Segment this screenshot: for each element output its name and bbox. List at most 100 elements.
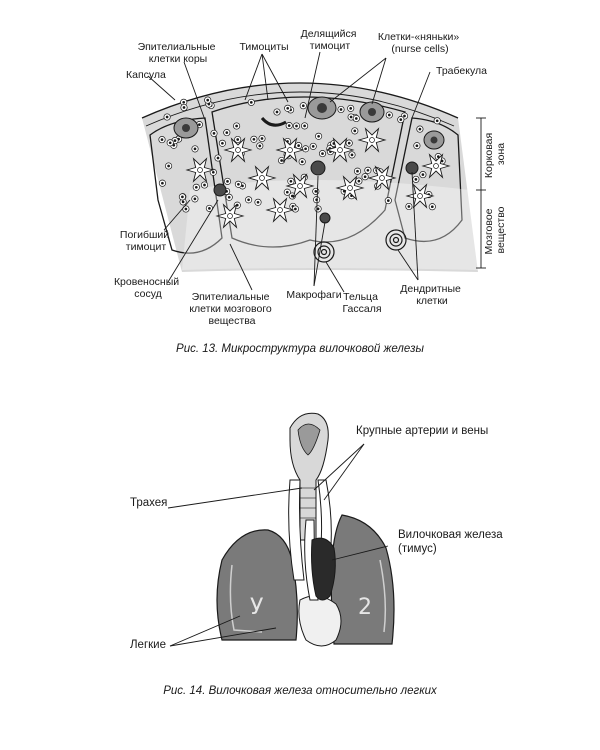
label-dead-thymocyte: Погибший тимоцит (120, 229, 172, 253)
thymocyte-nucleus (172, 143, 176, 147)
thymocyte-nucleus (303, 124, 306, 128)
epithelial-star-nucleus (277, 207, 283, 213)
thymocyte-nucleus (436, 155, 440, 158)
thymocyte-nucleus (287, 124, 291, 127)
thymocyte-nucleus (301, 104, 305, 108)
epithelial-star-nucleus (297, 183, 303, 189)
label-thymus: Вилочковая железа (тимус) (398, 529, 506, 555)
thymocyte-nucleus (316, 207, 320, 211)
thymocyte-nucleus (226, 180, 229, 183)
label-epithelial-cortex: Эпителиальные клетки коры (138, 41, 219, 65)
thymocyte-nucleus (356, 169, 359, 173)
thymus-gland (311, 537, 336, 601)
epithelial-star-nucleus (235, 147, 241, 153)
heart (298, 595, 342, 647)
thymocyte-nucleus (353, 129, 357, 133)
trachea (289, 412, 329, 541)
thymocyte-nucleus (387, 113, 391, 117)
thymocyte-nucleus (237, 182, 240, 186)
label-capsule: Капсула (126, 69, 166, 81)
thymocyte-nucleus (249, 101, 253, 104)
thymocyte-nucleus (221, 141, 224, 145)
thymocyte-nucleus (363, 175, 367, 179)
epithelial-star-nucleus (347, 185, 353, 191)
epithelial-star-nucleus (369, 137, 375, 143)
caption-figure-13: Рис. 13. Микроструктура вилочковой желез… (176, 343, 424, 355)
epithelial-star-nucleus (379, 175, 385, 181)
thymocyte-nucleus (350, 153, 354, 157)
thymocyte-nucleus (357, 179, 361, 183)
thymocyte-nucleus (354, 117, 358, 120)
thymocyte-nucleus (349, 107, 353, 110)
thymocyte-nucleus (407, 205, 411, 208)
label-nurse-cells: Клетки-«няньки» (nurse cells) (378, 31, 462, 55)
thymocyte-nucleus (366, 168, 370, 172)
figure-14-thymus-lungs: У 2 Крупные ар (130, 412, 506, 697)
thymocyte-nucleus (181, 195, 184, 199)
dividing-thymocyte-cell (260, 116, 287, 127)
thymocyte-nucleus (317, 134, 320, 138)
thymocyte-nucleus (184, 207, 188, 211)
leader-lines-fig14 (167, 443, 389, 647)
epithelial-star-nucleus (259, 175, 265, 181)
thymocyte-nucleus (414, 178, 418, 181)
thymocyte-nucleus (297, 144, 300, 147)
label-hassall-bodies: Тельца Гассаля (342, 291, 381, 315)
thymocyte-nucleus (236, 138, 240, 141)
thymocyte-nucleus (403, 114, 406, 118)
label-cortex-zone: Корковая зона (483, 130, 507, 178)
thymocyte-nucleus (275, 110, 279, 114)
label-blood-vessel: Кровеносный сосуд (114, 276, 182, 300)
thymocyte-nucleus (256, 200, 260, 204)
thymocyte-nucleus (399, 118, 403, 121)
thymocyte-nucleus (203, 183, 206, 187)
thymocyte-nucleus (173, 139, 177, 142)
thymocyte-nucleus (421, 173, 425, 176)
label-epithelial-medulla: Эпителиальные клетки мозгового вещества (189, 291, 274, 327)
figure-13-thymus-microstructure: Корковая зона Мозговое вещество (114, 28, 507, 355)
thymocyte-nucleus (304, 147, 307, 151)
thymocyte-nucleus (415, 144, 419, 148)
thymocyte-nucleus (347, 141, 351, 145)
label-trachea: Трахея (130, 497, 167, 509)
thymocyte-nucleus (349, 115, 353, 119)
thymocyte-nucleus (290, 194, 294, 198)
label-dendritic-cells: Дендритные клетки (400, 283, 464, 307)
thymocyte-nucleus (258, 144, 262, 148)
epithelial-star-cells (185, 127, 451, 229)
zone-bracket (476, 117, 486, 269)
epithelial-star-nucleus (287, 147, 293, 153)
label-medulla-zone: Мозговое вещество (483, 206, 507, 255)
epithelial-star-nucleus (197, 167, 203, 173)
thymocyte-nucleus (182, 106, 186, 109)
lobule-outline-left (149, 117, 223, 254)
thymocyte-nucleus (314, 190, 318, 193)
left-lung (216, 529, 298, 641)
thymocyte-nucleus (212, 132, 216, 135)
epithelial-star-nucleus (433, 163, 439, 169)
thymocyte-nucleus (206, 98, 210, 102)
hassall-bodies (313, 229, 407, 263)
thymocyte-nucleus (167, 164, 170, 168)
thymocyte-nucleus (165, 115, 169, 119)
thymocyte-nucleus (193, 197, 197, 201)
thymocyte-nucleus (235, 124, 238, 128)
thymocyte-nucleus (435, 119, 439, 123)
thymocyte-nucleus (260, 137, 264, 140)
left-lung-mark: У (250, 595, 264, 620)
thymocyte-nucleus (311, 145, 315, 148)
thymocyte-nucleus (225, 131, 229, 134)
thymocyte-nucleus (418, 127, 422, 131)
leader-lines-fig13 (147, 51, 431, 293)
thymocyte-nucleus (286, 106, 290, 110)
thymocyte-nucleus (182, 100, 186, 104)
thymocyte-nucleus (193, 147, 197, 151)
lobule-outline-center (211, 96, 406, 248)
thymocyte-nucleus (181, 200, 185, 204)
thymocyte-nucleus (339, 108, 343, 111)
thymocyte-nucleus (194, 185, 198, 189)
label-thymocytes: Тимоциты (239, 41, 288, 53)
label-macrophages: Макрофаги (286, 289, 341, 301)
thymocyte-nucleus (280, 159, 283, 162)
